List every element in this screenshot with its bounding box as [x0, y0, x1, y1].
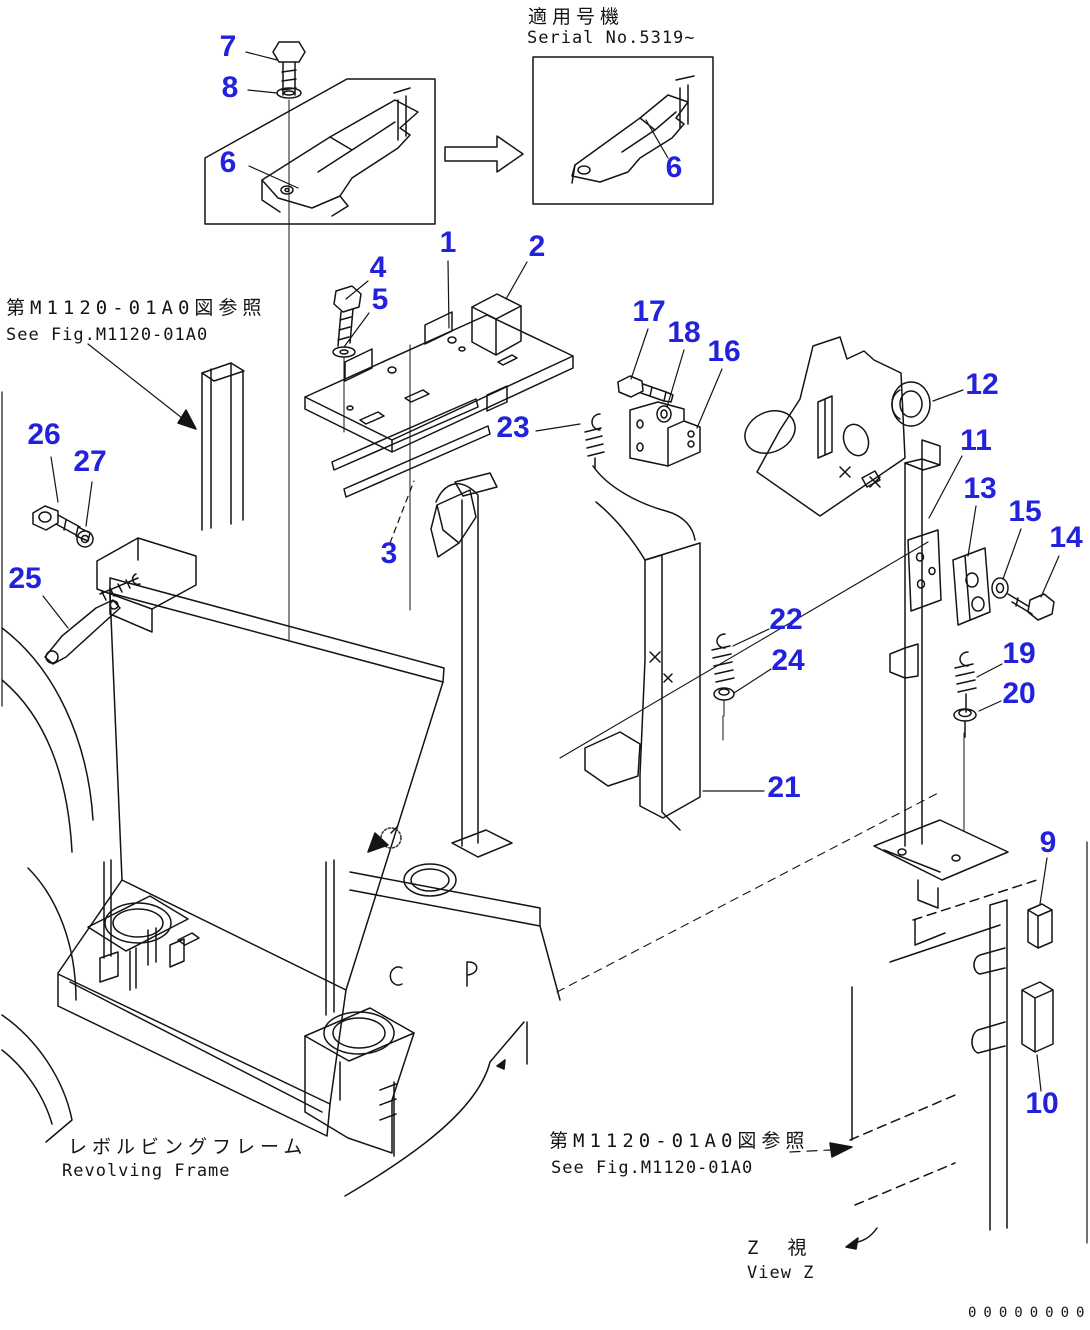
- part-callout-7: 7: [219, 30, 237, 63]
- part-callout-20: 20: [1002, 677, 1036, 710]
- see-fig-bottom-en: See Fig.M1120-01A0: [551, 1158, 754, 1178]
- part-callout-1: 1: [439, 226, 457, 259]
- part-callout-6: 6: [665, 151, 683, 184]
- view-z-label-jp: Z 視: [747, 1237, 812, 1259]
- doc-code: 00000000: [968, 1305, 1090, 1321]
- panel-21-assembly: [584, 501, 735, 831]
- part-callout-26: 26: [27, 418, 61, 451]
- part-callout-6: 6: [219, 146, 237, 179]
- part-callout-14: 14: [1049, 521, 1083, 554]
- see-fig-bottom-jp: 第M1120-01A0図参照: [549, 1130, 810, 1152]
- serial-inset-box: [532, 56, 714, 205]
- part-callout-13: 13: [963, 472, 997, 505]
- detail-inset-box: [204, 41, 436, 641]
- revolving-frame-structure: [1, 343, 941, 1197]
- part-callout-5: 5: [371, 283, 389, 316]
- mount-plate-assembly: [304, 285, 574, 611]
- page-border-lines: [1, 391, 1088, 1244]
- part-callout-21: 21: [767, 771, 801, 804]
- upper-right-panel: [744, 336, 906, 517]
- grommet-12: [891, 381, 931, 427]
- part-callout-2: 2: [528, 230, 546, 263]
- part-callout-15: 15: [1008, 495, 1042, 528]
- part-callout-3: 3: [380, 537, 398, 570]
- column-11-assembly: [873, 439, 1055, 909]
- block-part-2: [471, 293, 522, 356]
- lever-25-group: [32, 505, 141, 665]
- part-callout-10: 10: [1025, 1087, 1059, 1120]
- part-callout-25: 25: [8, 562, 42, 595]
- part-callout-27: 27: [73, 445, 107, 478]
- transform-arrow-icon: [444, 135, 524, 173]
- part-callout-16: 16: [707, 335, 741, 368]
- serial-note-jp: 適用号機: [528, 6, 625, 28]
- part-callout-22: 22: [769, 603, 803, 636]
- see-fig-left-jp: 第M1120-01A0図参照: [6, 297, 267, 319]
- clip-23-and-cable: [584, 413, 696, 541]
- part-callout-8: 8: [221, 71, 239, 104]
- frame-label-jp: レボルビングフレーム: [68, 1136, 308, 1158]
- part-callout-19: 19: [1002, 637, 1036, 670]
- part-callout-12: 12: [965, 368, 999, 401]
- part-callout-23: 23: [496, 411, 530, 444]
- bracket-16-assembly: [617, 375, 701, 467]
- part-callout-9: 9: [1039, 826, 1057, 859]
- frame-label-en: Revolving Frame: [62, 1161, 231, 1181]
- callout-leader-lines: [42, 51, 1060, 1092]
- part-callout-11: 11: [960, 424, 992, 457]
- see-fig-left-en: See Fig.M1120-01A0: [6, 325, 209, 345]
- part-callout-24: 24: [771, 644, 805, 677]
- view-z-label-en: View Z: [747, 1263, 815, 1283]
- part-callout-18: 18: [667, 316, 701, 349]
- view-z-drawing: [789, 879, 1054, 1250]
- part-callout-17: 17: [632, 295, 666, 328]
- part-callout-4: 4: [369, 251, 387, 284]
- serial-note-en: Serial No.5319~: [527, 28, 696, 48]
